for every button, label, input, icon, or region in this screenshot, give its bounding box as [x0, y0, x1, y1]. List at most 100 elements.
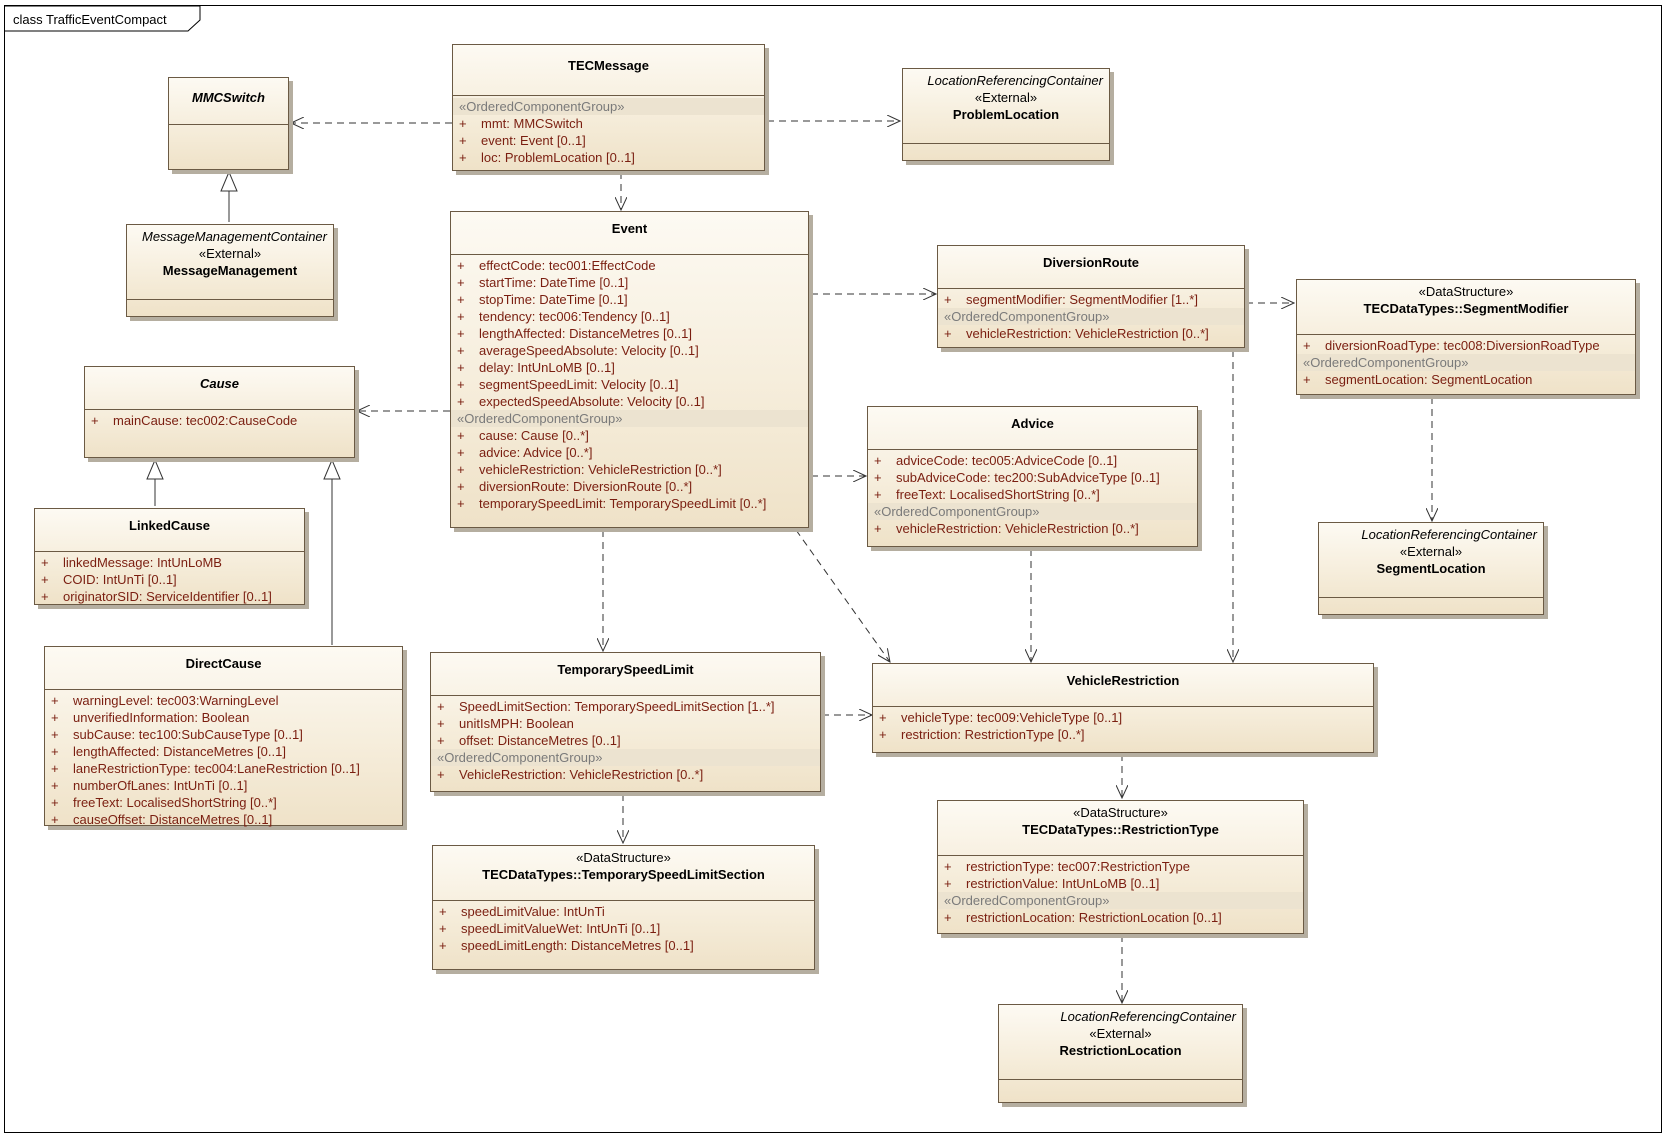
- attribute: +speedLimitValueWet: IntUnTi [0..1]: [433, 920, 814, 937]
- class-name: MessageManagement: [162, 263, 298, 278]
- attribute: +advice: Advice [0..*]: [451, 444, 808, 461]
- class-name: DiversionRoute: [1042, 255, 1140, 270]
- visibility-marker: +: [51, 693, 59, 708]
- visibility-marker: +: [51, 795, 59, 810]
- attribute: +offset: DistanceMetres [0..1]: [431, 732, 820, 749]
- visibility-marker: +: [439, 938, 447, 953]
- stereotype: «External»: [1399, 544, 1463, 559]
- attribute: +vehicleRestriction: VehicleRestriction …: [451, 461, 808, 478]
- attribute: +causeOffset: DistanceMetres [0..1]: [45, 811, 402, 828]
- attribute-text: segmentSpeedLimit: Velocity [0..1]: [479, 377, 679, 392]
- class-messagemanagement[interactable]: MessageManagementContainer «External» Me…: [126, 224, 334, 317]
- attribute: +event: Event [0..1]: [453, 132, 764, 149]
- visibility-marker: +: [51, 710, 59, 725]
- attribute: +freeText: LocalisedShortString [0..*]: [868, 486, 1197, 503]
- visibility-marker: +: [874, 453, 882, 468]
- attribute: +originatorSID: ServiceIdentifier [0..1]: [35, 588, 304, 605]
- attribute: +warningLevel: tec003:WarningLevel: [45, 692, 402, 709]
- visibility-marker: +: [457, 292, 465, 307]
- class-segmentlocation[interactable]: LocationReferencingContainer «External» …: [1318, 522, 1544, 615]
- attribute-text: subAdviceCode: tec200:SubAdviceType [0..…: [896, 470, 1160, 485]
- attribute: + temporarySpeedLimit: TemporarySpeedLimi…: [451, 495, 808, 512]
- class-diversionroute[interactable]: DiversionRoute +segmentModifier: Segment…: [937, 245, 1245, 348]
- attribute-text: restriction: RestrictionType [0..*]: [901, 727, 1085, 742]
- visibility-marker: +: [874, 521, 882, 536]
- attribute-text: loc: ProblemLocation [0..1]: [481, 150, 635, 165]
- visibility-marker: +: [874, 487, 882, 502]
- attribute: +speedLimitLength: DistanceMetres [0..1]: [433, 937, 814, 954]
- attribute: +restrictionValue: IntUnLoMB [0..1]: [938, 875, 1303, 892]
- component-group-label: «OrderedComponentGroup»: [1297, 354, 1635, 371]
- class-name: VehicleRestriction: [1066, 673, 1180, 688]
- component-group-label: «OrderedComponentGroup»: [938, 308, 1244, 325]
- class-temporaryspeedlimitsection[interactable]: «DataStructure» TECDataTypes::TemporaryS…: [432, 845, 815, 970]
- attribute: +diversionRoute: DiversionRoute [0..*]: [451, 478, 808, 495]
- class-name: Cause: [199, 376, 240, 391]
- attribute-text: startTime: DateTime [0..1]: [479, 275, 629, 290]
- visibility-marker: +: [457, 360, 465, 375]
- attribute-text: speedLimitValueWet: IntUnTi [0..1]: [461, 921, 661, 936]
- attribute: +lengthAffected: DistanceMetres [0..1]: [45, 743, 402, 760]
- visibility-marker: +: [874, 470, 882, 485]
- component-group-label: «OrderedComponentGroup»: [938, 892, 1303, 909]
- stereotype: «External»: [974, 90, 1038, 105]
- stereotype: «DataStructure»: [1073, 805, 1168, 820]
- class-context: LocationReferencingContainer: [1060, 1009, 1236, 1024]
- attribute: + subAdviceCode: tec200:SubAdviceType [0.…: [868, 469, 1197, 486]
- visibility-marker: +: [944, 859, 952, 874]
- visibility-marker: +: [41, 572, 49, 587]
- attribute: +vehicleRestriction: VehicleRestriction …: [938, 325, 1244, 342]
- visibility-marker: +: [457, 326, 465, 341]
- attribute: + tendency: tec006:Tendency [0..1]: [451, 308, 808, 325]
- attribute: + cause: Cause [0..*]: [451, 427, 808, 444]
- attribute: +restrictionLocation: RestrictionLocatio…: [938, 909, 1303, 926]
- class-name: LinkedCause: [129, 518, 210, 533]
- attribute: +freeText: LocalisedShortString [0..*]: [45, 794, 402, 811]
- attribute-text: tendency: tec006:Tendency [0..1]: [479, 309, 670, 324]
- visibility-marker: +: [457, 394, 465, 409]
- attribute-text: temporarySpeedLimit: TemporarySpeedLimit…: [479, 496, 767, 511]
- visibility-marker: +: [944, 910, 952, 925]
- frame-label: class TrafficEventCompact: [13, 12, 167, 27]
- attribute-text: numberOfLanes: IntUnTi [0..1]: [73, 778, 248, 793]
- class-name: TECDataTypes::RestrictionType: [1022, 822, 1219, 837]
- class-cause[interactable]: Cause +mainCause: tec002:CauseCode: [84, 366, 355, 458]
- class-tecmessage[interactable]: TECMessage «OrderedComponentGroup» +mmt:…: [452, 44, 765, 171]
- class-restrictionlocation[interactable]: LocationReferencingContainer «External» …: [998, 1004, 1243, 1103]
- class-name: ProblemLocation: [952, 107, 1060, 122]
- class-restrictiontype[interactable]: «DataStructure» TECDataTypes::Restrictio…: [937, 800, 1304, 934]
- visibility-marker: +: [457, 496, 465, 511]
- class-vehiclerestriction[interactable]: VehicleRestriction +vehicleType: tec009:…: [872, 663, 1374, 753]
- component-group-label: «OrderedComponentGroup»: [451, 410, 808, 427]
- attribute-text: cause: Cause [0..*]: [479, 428, 589, 443]
- class-temporaryspeedlimit[interactable]: TemporarySpeedLimit +SpeedLimitSection: …: [430, 652, 821, 792]
- visibility-marker: +: [437, 699, 445, 714]
- class-advice[interactable]: Advice +adviceCode: tec005:AdviceCode [0…: [867, 406, 1198, 547]
- component-group-label: «OrderedComponentGroup»: [431, 749, 820, 766]
- visibility-marker: +: [91, 413, 99, 428]
- class-event[interactable]: Event +effectCode: tec001:EffectCode +st…: [450, 211, 809, 528]
- attribute-text: advice: Advice [0..*]: [479, 445, 593, 460]
- attribute: +vehicleType: tec009:VehicleType [0..1]: [873, 709, 1373, 726]
- attribute-text: vehicleRestriction: VehicleRestriction […: [966, 326, 1209, 341]
- visibility-marker: +: [944, 292, 952, 307]
- visibility-marker: +: [51, 812, 59, 827]
- attribute: +unitIsMPH: Boolean: [431, 715, 820, 732]
- class-mmcswitch[interactable]: MMCSwitch: [168, 77, 289, 170]
- attribute-text: speedLimitValue: IntUnTi: [461, 904, 605, 919]
- diagram-frame: class TrafficEventCompact: [4, 5, 1662, 1133]
- visibility-marker: +: [457, 309, 465, 324]
- visibility-marker: +: [457, 428, 465, 443]
- component-group-label: «OrderedComponentGroup»: [453, 98, 764, 115]
- class-directcause[interactable]: DirectCause +warningLevel: tec003:Warnin…: [44, 646, 403, 828]
- visibility-marker: +: [944, 876, 952, 891]
- class-problemlocation[interactable]: LocationReferencingContainer «External» …: [902, 68, 1110, 161]
- class-linkedcause[interactable]: LinkedCause +linkedMessage: IntUnLoMB +C…: [34, 508, 305, 605]
- attribute: +mmt: MMCSwitch: [453, 115, 764, 132]
- visibility-marker: +: [459, 116, 467, 131]
- attribute-text: lengthAffected: DistanceMetres [0..1]: [73, 744, 286, 759]
- class-name: TemporarySpeedLimit: [557, 662, 694, 677]
- attribute: +subCause: tec100:SubCauseType [0..1]: [45, 726, 402, 743]
- visibility-marker: +: [1303, 338, 1311, 353]
- class-segmentmodifier[interactable]: «DataStructure» TECDataTypes::SegmentMod…: [1296, 279, 1636, 395]
